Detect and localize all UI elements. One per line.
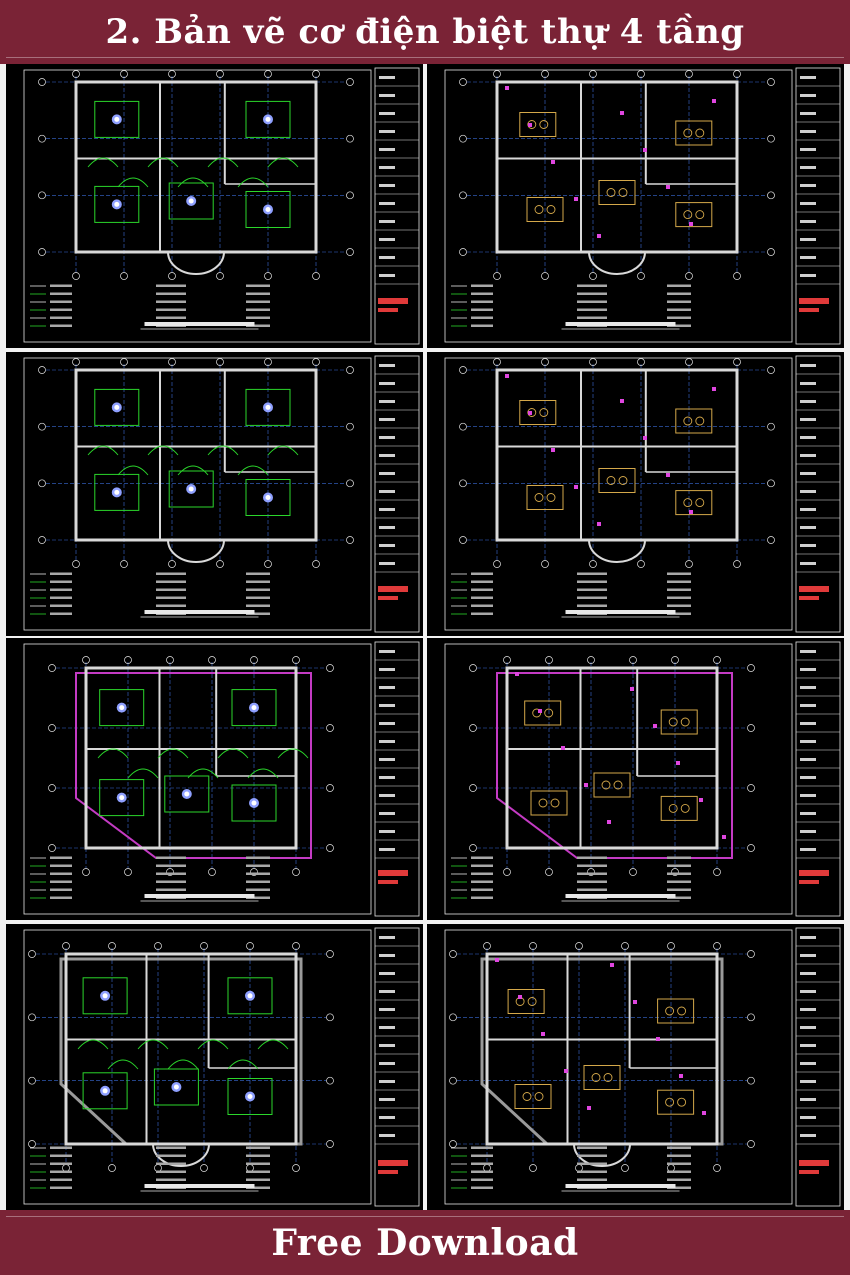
cad-drawing — [23, 67, 420, 345]
cad-drawing — [444, 927, 841, 1207]
cad-drawing — [23, 927, 420, 1207]
page-title: 2. Bản vẽ cơ điện biệt thự 4 tầng — [105, 12, 745, 52]
drawing-sheet-power-floor-3[interactable] — [427, 352, 844, 636]
drawing-grid — [0, 64, 850, 1210]
drawing-sheet-lighting-floor-1[interactable] — [6, 924, 423, 1210]
drawing-sheet-power-floor-2[interactable] — [427, 64, 844, 348]
drawing-sheet-power-basement[interactable] — [427, 638, 844, 920]
cad-drawing — [23, 355, 420, 633]
cad-drawing — [444, 355, 841, 633]
cad-drawing — [444, 641, 841, 917]
cad-drawing — [23, 641, 420, 917]
cad-drawing — [444, 67, 841, 345]
drawing-sheet-lighting-floor-3[interactable] — [6, 352, 423, 636]
drawing-sheet-power-floor-1[interactable] — [427, 924, 844, 1210]
download-link[interactable]: Free Download — [271, 1221, 579, 1264]
drawing-sheet-lighting-floor-2[interactable] — [6, 64, 423, 348]
download-banner[interactable]: Free Download — [0, 1210, 850, 1275]
title-banner: 2. Bản vẽ cơ điện biệt thự 4 tầng — [0, 0, 850, 64]
drawing-sheet-lighting-basement[interactable] — [6, 638, 423, 920]
